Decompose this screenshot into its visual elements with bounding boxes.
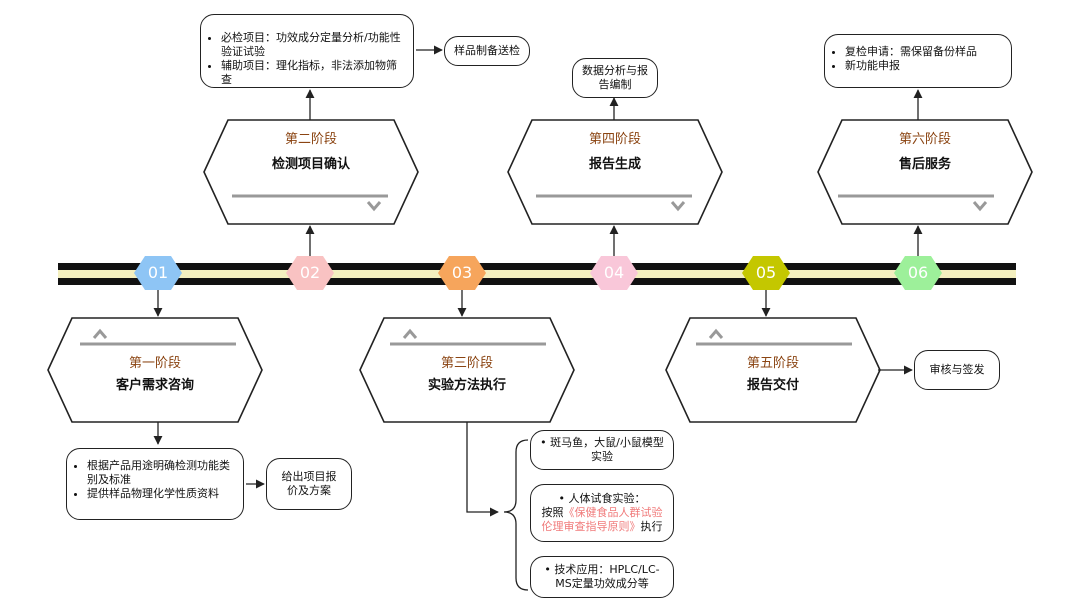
- animal-test-label: 斑马鱼，大鼠/小鼠模型实验: [550, 436, 664, 463]
- stage-3-animal-test-text: • 斑马鱼，大鼠/小鼠模型实验: [540, 436, 664, 463]
- node-06-hexagon: [894, 256, 942, 290]
- chevron-down-icon: [366, 201, 382, 212]
- node-05-hexagon: [742, 256, 790, 290]
- human-test-title: 人体试食实验：: [568, 492, 646, 505]
- stage-1-label: 第一阶段: [128, 356, 181, 371]
- stage-2-next-step: 样品制备送检: [444, 36, 530, 66]
- stage-3-animal-test: • 斑马鱼，大鼠/小鼠模型实验: [530, 430, 674, 470]
- stage-5-next-step-text: 审核与签发: [929, 363, 985, 376]
- connectors: [153, 45, 923, 517]
- stage-2-title: 检测项目确认: [271, 157, 350, 172]
- node-01-hexagon: [134, 256, 182, 290]
- node-06-label: 06: [907, 263, 929, 282]
- stage-3-human-test: • 人体试食实验：按照《保健食品人群试验伦理审查指导原则》执行: [530, 484, 674, 542]
- card-decorations: [80, 194, 994, 346]
- chevron-up-icon: [402, 328, 418, 339]
- stage-3-tech-text: • 技术应用：HPLC/LC-MS定量功效成分等: [544, 563, 660, 590]
- node-02-hexagon: [286, 256, 334, 290]
- human-test-prefix: 按照: [541, 506, 564, 519]
- node-04-label: 04: [603, 263, 625, 282]
- timeline-nodes: [134, 256, 942, 290]
- stage-2-label: 第二阶段: [284, 132, 337, 147]
- stage-2-detail-item: 必检项目：功效成分定量分析/功能性验证试验: [221, 31, 405, 59]
- stage-5-next-step: 审核与签发: [914, 350, 1000, 390]
- node-01-label: 01: [147, 263, 169, 282]
- stage-4-title: 报告生成: [588, 157, 641, 172]
- node-04-hexagon: [590, 256, 638, 290]
- stage-4-next-step: 数据分析与报告编制: [572, 58, 658, 98]
- chevron-down-icon: [972, 201, 988, 212]
- stage-1-next-step-text: 给出项目报价及方案: [281, 470, 337, 497]
- stage-6-label: 第六阶段: [898, 132, 951, 147]
- stage-2-card: [203, 119, 419, 225]
- human-test-suffix: 执行: [640, 520, 663, 533]
- stage-2-detail-item: 辅助项目：理化指标，非法添加物筛查: [221, 59, 405, 87]
- stage-1-title: 客户需求咨询: [115, 378, 194, 393]
- stage-1-detail-item: 提供样品物理化学性质资料: [87, 487, 235, 501]
- tech-application-label: 技术应用：HPLC/LC-MS定量功效成分等: [554, 563, 660, 590]
- stage-3-title: 实验方法执行: [427, 378, 506, 393]
- chevron-up-icon: [708, 328, 724, 339]
- stage-3-label: 第三阶段: [440, 356, 493, 371]
- node-05-label: 05: [755, 263, 777, 282]
- stage-5-title: 报告交付: [746, 378, 799, 393]
- stage-3-human-test-text: • 人体试食实验：按照《保健食品人群试验伦理审查指导原则》执行: [541, 492, 663, 533]
- node-03-label: 03: [451, 263, 473, 282]
- stage-4-next-step-text: 数据分析与报告编制: [582, 64, 648, 91]
- stage-4-label: 第四阶段: [588, 132, 641, 147]
- chevron-up-icon: [92, 328, 108, 339]
- chevron-down-icon: [670, 201, 686, 212]
- stage-1-detail-item: 根据产品用途明确检测功能类别及标准: [87, 459, 235, 487]
- stage-1-details: 根据产品用途明确检测功能类别及标准 提供样品物理化学性质资料: [66, 448, 244, 520]
- stage-2-next-step-text: 样品制备送检: [454, 44, 520, 57]
- node-03-hexagon: [438, 256, 486, 290]
- stage-3-brace: [503, 439, 529, 591]
- stage-2-details: 必检项目：功效成分定量分析/功能性验证试验 辅助项目：理化指标，非法添加物筛查: [200, 14, 414, 88]
- stage-6-title: 售后服务: [898, 157, 951, 172]
- stage-6-detail-item: 新功能申报: [845, 59, 1003, 73]
- timeline-band: [58, 263, 1016, 285]
- stage-3-tech-application: • 技术应用：HPLC/LC-MS定量功效成分等: [530, 556, 674, 598]
- node-02-label: 02: [299, 263, 321, 282]
- ethics-guideline-reference: 《保健食品人群试验伦理审查指导原则》: [541, 506, 663, 533]
- stage-6-card: [817, 119, 1033, 225]
- stage-6-detail-item: 复检申请：需保留备份样品: [845, 45, 1003, 59]
- stage-5-label: 第五阶段: [746, 356, 799, 371]
- stage-6-details: 复检申请：需保留备份样品 新功能申报: [824, 34, 1012, 88]
- stage-4-card: [507, 119, 723, 225]
- stage-1-next-step: 给出项目报价及方案: [266, 458, 352, 510]
